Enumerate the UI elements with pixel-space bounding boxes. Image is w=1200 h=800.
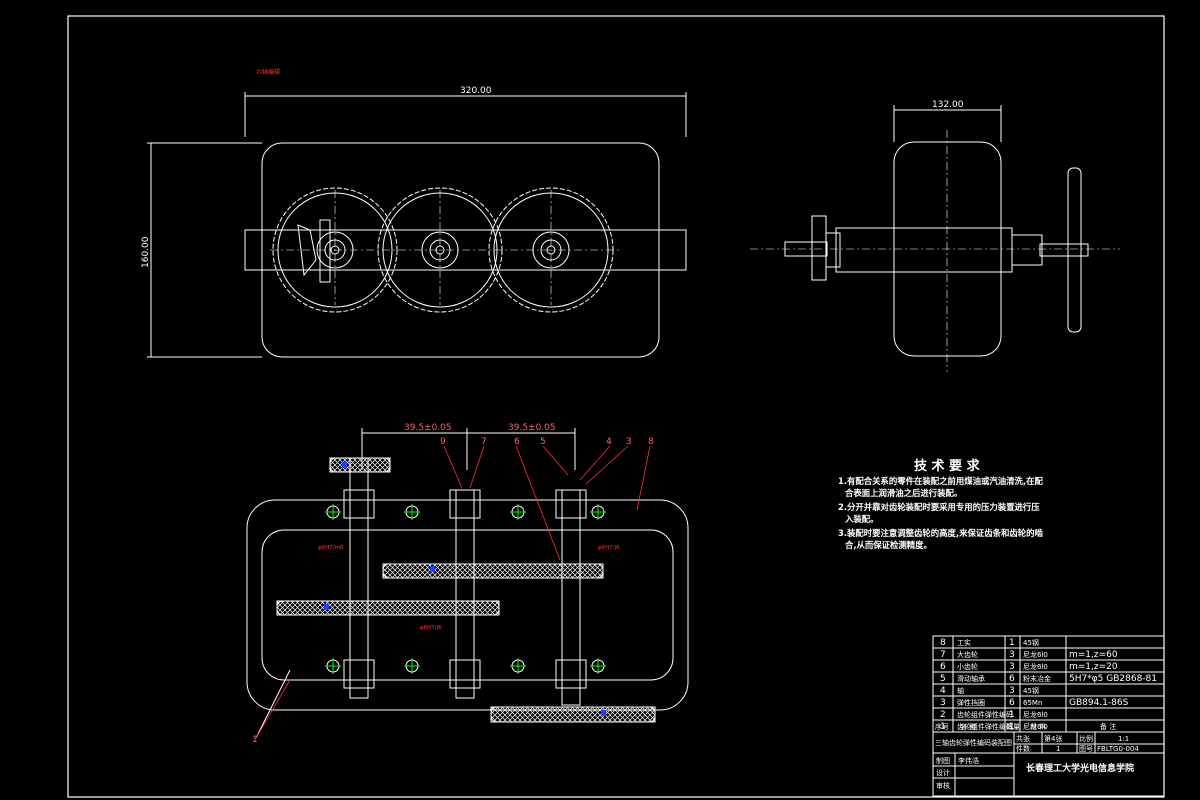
sheet-label: 共张 <box>1016 734 1030 743</box>
callout-leaders <box>255 445 651 739</box>
requirement-line-1: 1.有配合关系的零件在装配之前用煤油或汽油清洗,在配 <box>838 476 1043 486</box>
bom-cell-note: m=1,z=20 <box>1069 662 1118 672</box>
bom-cell-name: 齿轮组件弹性编码 <box>957 710 1013 719</box>
side-view <box>750 105 1120 372</box>
sheet-value: 第4张 <box>1044 734 1062 743</box>
bom-cell-material: 粉末冶金 <box>1023 674 1051 683</box>
bom-cell-qty: 1 <box>1009 710 1015 720</box>
checker-label: 审核 <box>936 781 950 790</box>
weight-label: 件数 <box>1016 744 1030 753</box>
bom-header-no: 序号 <box>935 722 949 731</box>
bom-cell-material: 45钢 <box>1023 638 1039 647</box>
stray-red-mark: 六轴编辑 <box>256 68 280 76</box>
callout-9: 9 <box>440 437 446 447</box>
bom-cell-material: 45钢 <box>1023 686 1039 695</box>
fit-label-a: φ6H7/m6 <box>318 545 344 551</box>
bom-cell-name: 齿轮组件弹性编码 <box>957 722 1013 731</box>
bom-cell-qty: 3 <box>1009 686 1015 696</box>
bom-header-material: 材 料 <box>1030 722 1046 731</box>
bom-cell-no: 1 <box>940 722 946 732</box>
requirements-title: 技 术 要 求 <box>914 458 981 474</box>
callout-4: 4 <box>606 437 612 447</box>
bom-cell-no: 2 <box>940 710 946 720</box>
requirement-line-5: 3.装配时要注意调整齿轮的高度,来保证齿条和齿轮的啮 <box>838 528 1043 538</box>
bom-cell-name: 弹性挡圈 <box>957 698 985 707</box>
callout-3: 3 <box>626 437 632 447</box>
callout-6: 6 <box>514 437 520 447</box>
shaft-ends-blue <box>324 462 606 716</box>
bom-cell-note: GB894.1-86S <box>1069 698 1129 708</box>
scale-value: 1:1 <box>1118 735 1129 743</box>
drawing-name: 三轴齿轮弹性编码装配图 <box>935 738 1012 747</box>
drawing-border <box>67 15 1165 798</box>
bom-cell-qty: 6 <box>1009 698 1015 708</box>
drawn-by-label: 制图 <box>936 756 950 765</box>
center-dim-right: 39.5±0.05 <box>508 423 556 433</box>
bom-cell-name: 滑动轴承 <box>957 674 985 683</box>
bom-header-note: 备 注 <box>1100 722 1116 731</box>
bom-cell-no: 8 <box>940 638 946 648</box>
bom-cell-qty: 3 <box>1009 650 1015 660</box>
bom-cell-no: 7 <box>940 650 946 660</box>
section-view <box>246 428 689 739</box>
side-view-width-dim: 132.00 <box>932 100 964 110</box>
weight-value: 1 <box>1056 745 1060 753</box>
bom-cell-no: 6 <box>940 662 946 672</box>
fit-label-b: φ6H7/j6 <box>598 545 620 551</box>
callout-1: 1 <box>252 735 258 745</box>
drawing-no-label: 图号 <box>1079 745 1093 753</box>
bom-cell-material: 尼龙6l0 <box>1023 710 1048 719</box>
school-name: 长春理工大学光电信息学院 <box>1026 762 1134 774</box>
scale-label: 比例 <box>1079 734 1093 743</box>
bom-cell-material: 尼龙6l0 <box>1023 662 1048 671</box>
bom-header-name: 名 称 <box>960 722 976 731</box>
bom-cell-name: 轴 <box>957 686 964 695</box>
bom-rows: 8 工实 1 45钢 7 大齿轮 3 尼龙6l0 m=1,z=60 6 小齿轮 3 尼龙6l0 m=1,z… <box>940 638 1157 732</box>
drawing-no: FBLTG0-004 <box>1097 745 1139 753</box>
bom-cell-name: 工实 <box>957 638 971 647</box>
designer-label: 设计 <box>936 768 950 777</box>
requirement-line-6: 合,从而保证检测精度。 <box>844 540 932 550</box>
center-dim-left: 39.5±0.05 <box>404 423 452 433</box>
bom-cell-note: 5H7*φ5 GB2868-81 <box>1069 674 1157 684</box>
bom-cell-qty: 6 <box>1009 674 1015 684</box>
bom-cell-material: 尼龙6l0 <box>1023 650 1048 659</box>
bom-cell-qty: 1 <box>1009 638 1015 648</box>
bom-cell-material: 尼龙6l0 <box>1023 722 1048 731</box>
requirement-line-4: 入装配。 <box>844 514 879 524</box>
bom-cell-no: 4 <box>940 686 946 696</box>
bom-cell-material: 65Mn <box>1023 699 1042 707</box>
top-view-height-dim: 160.00 <box>141 236 151 268</box>
requirement-line-2: 合表面上润滑油之后进行装配。 <box>844 488 962 498</box>
callout-5: 5 <box>540 437 546 447</box>
screw-hole-marks <box>325 504 606 674</box>
top-view-width-dim: 320.00 <box>460 86 492 96</box>
bom-header-qty: 数量 <box>1006 722 1020 731</box>
top-view <box>147 92 687 358</box>
bom-cell-note: m=1,z=60 <box>1069 650 1118 660</box>
bom-cell-qty: 3 <box>1009 662 1015 672</box>
drawn-by: 李伟浩 <box>958 756 979 765</box>
bom-cell-no: 3 <box>940 698 946 708</box>
callout-8: 8 <box>648 437 654 447</box>
bom-table <box>932 635 1165 797</box>
bom-cell-name: 大齿轮 <box>957 650 978 659</box>
requirement-line-3: 2.分开并靠对齿轮装配时要采用专用的压力装置进行压 <box>838 502 1040 512</box>
callout-7: 7 <box>481 437 487 447</box>
bom-cell-qty: 1 <box>1009 722 1015 732</box>
bom-cell-no: 5 <box>940 674 946 684</box>
fit-label-c: φ8H7/j6 <box>420 625 442 631</box>
bom-cell-name: 小齿轮 <box>957 662 978 671</box>
